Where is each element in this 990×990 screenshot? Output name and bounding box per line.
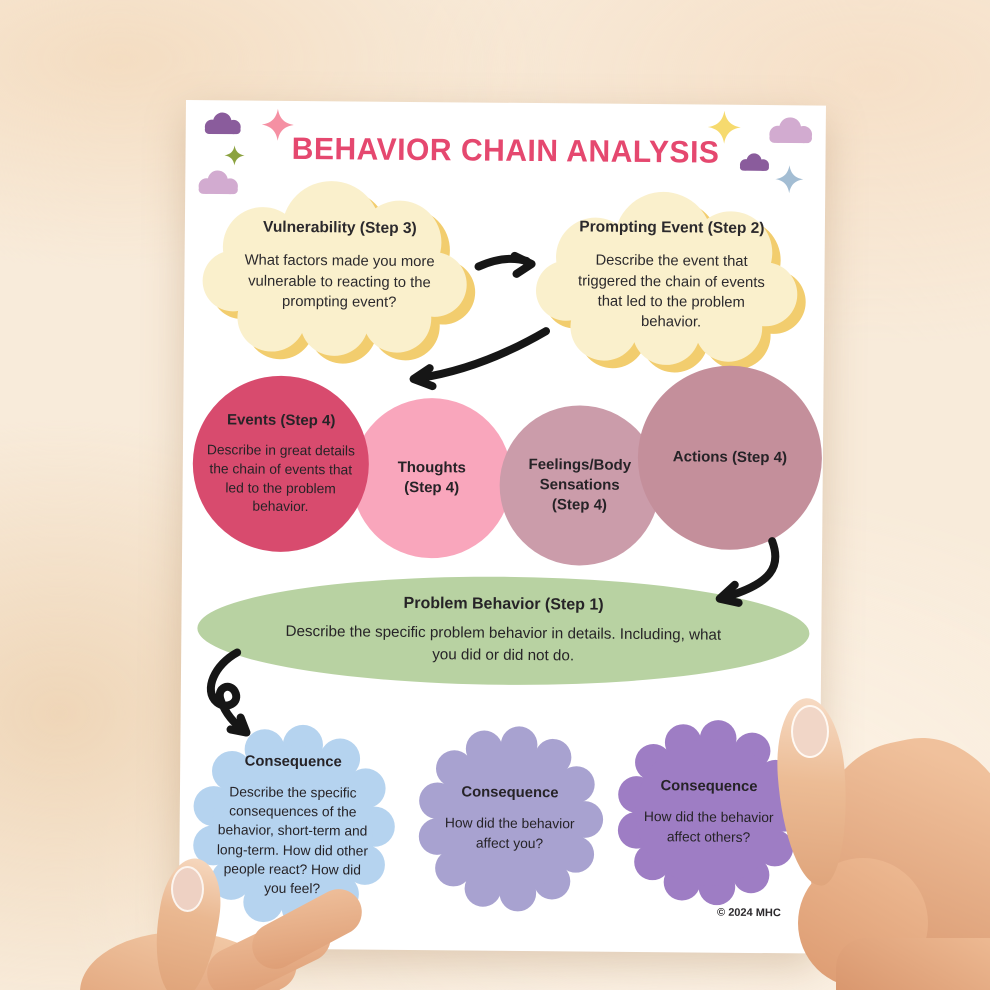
vulnerability-cloud: Vulnerability (Step 3) What factors made…	[198, 176, 482, 368]
consequence-2-scallop: Consequence How did the behavior affect …	[413, 722, 607, 916]
worksheet-page: BEHAVIOR CHAIN ANALYSIS Vulnerability (S…	[178, 100, 826, 954]
right-thumb-nail	[791, 705, 829, 758]
prompting-event-body: Describe the event that triggered the ch…	[577, 252, 765, 331]
right-hand-wrist	[836, 938, 990, 990]
events-title: Events (Step 4)	[226, 411, 336, 430]
sparkle-icon	[261, 108, 294, 141]
feelings-circle: Feelings/Body Sensations (Step 4)	[498, 404, 661, 567]
left-thumb-nail	[171, 866, 204, 912]
cloud-decoration-icon	[202, 112, 244, 135]
problem-behavior-oval: Problem Behavior (Step 1) Describe the s…	[196, 574, 810, 688]
sparkle-icon	[775, 165, 804, 194]
arrow-clouds	[474, 254, 531, 271]
page-title: BEHAVIOR CHAIN ANALYSIS	[291, 130, 720, 170]
prompting-event-cloud: Prompting Event (Step 2) Describe the ev…	[532, 187, 812, 377]
arrow-clouds-head	[510, 251, 536, 278]
problem-behavior-body: Describe the specific problem behavior i…	[285, 623, 722, 664]
vulnerability-body: What factors made you more vulnerable to…	[244, 252, 435, 312]
problem-behavior-title: Problem Behavior (Step 1)	[403, 595, 604, 614]
consequence-1-title: Consequence	[244, 753, 342, 771]
cloud-decoration-icon	[766, 117, 816, 144]
actions-title: Actions (Step 4)	[672, 448, 788, 467]
cloud-decoration-icon	[737, 153, 771, 172]
cloud-decoration-icon	[195, 170, 241, 195]
prompting-event-title: Prompting Event (Step 2)	[579, 218, 765, 238]
consequence-3-scallop: Consequence How did the behavior affect …	[612, 716, 806, 910]
consequence-2-body: How did the behavior affect you?	[444, 815, 575, 851]
vulnerability-title: Vulnerability (Step 3)	[263, 219, 417, 238]
consequence-1-body: Describe the specific consequences of th…	[216, 784, 369, 896]
arrow-to-events-head	[409, 364, 437, 391]
consequence-2-title: Consequence	[461, 784, 559, 802]
sparkle-icon	[707, 110, 741, 144]
events-body: Describe in great details the chain of e…	[206, 442, 356, 515]
thoughts-title: Thoughts (Step 4)	[397, 458, 467, 497]
thoughts-circle: Thoughts (Step 4)	[351, 397, 513, 559]
consequence-3-title: Consequence	[660, 778, 758, 796]
sparkle-icon	[224, 145, 245, 166]
feelings-title: Feelings/Body Sensations (Step 4)	[528, 455, 632, 514]
consequence-1-scallop: Consequence Describe the specific conseq…	[187, 720, 399, 932]
actions-circle: Actions (Step 4)	[637, 364, 823, 551]
consequence-3-body: How did the behavior affect others?	[643, 809, 774, 845]
events-circle: Events (Step 4) Describe in great detail…	[192, 375, 370, 553]
